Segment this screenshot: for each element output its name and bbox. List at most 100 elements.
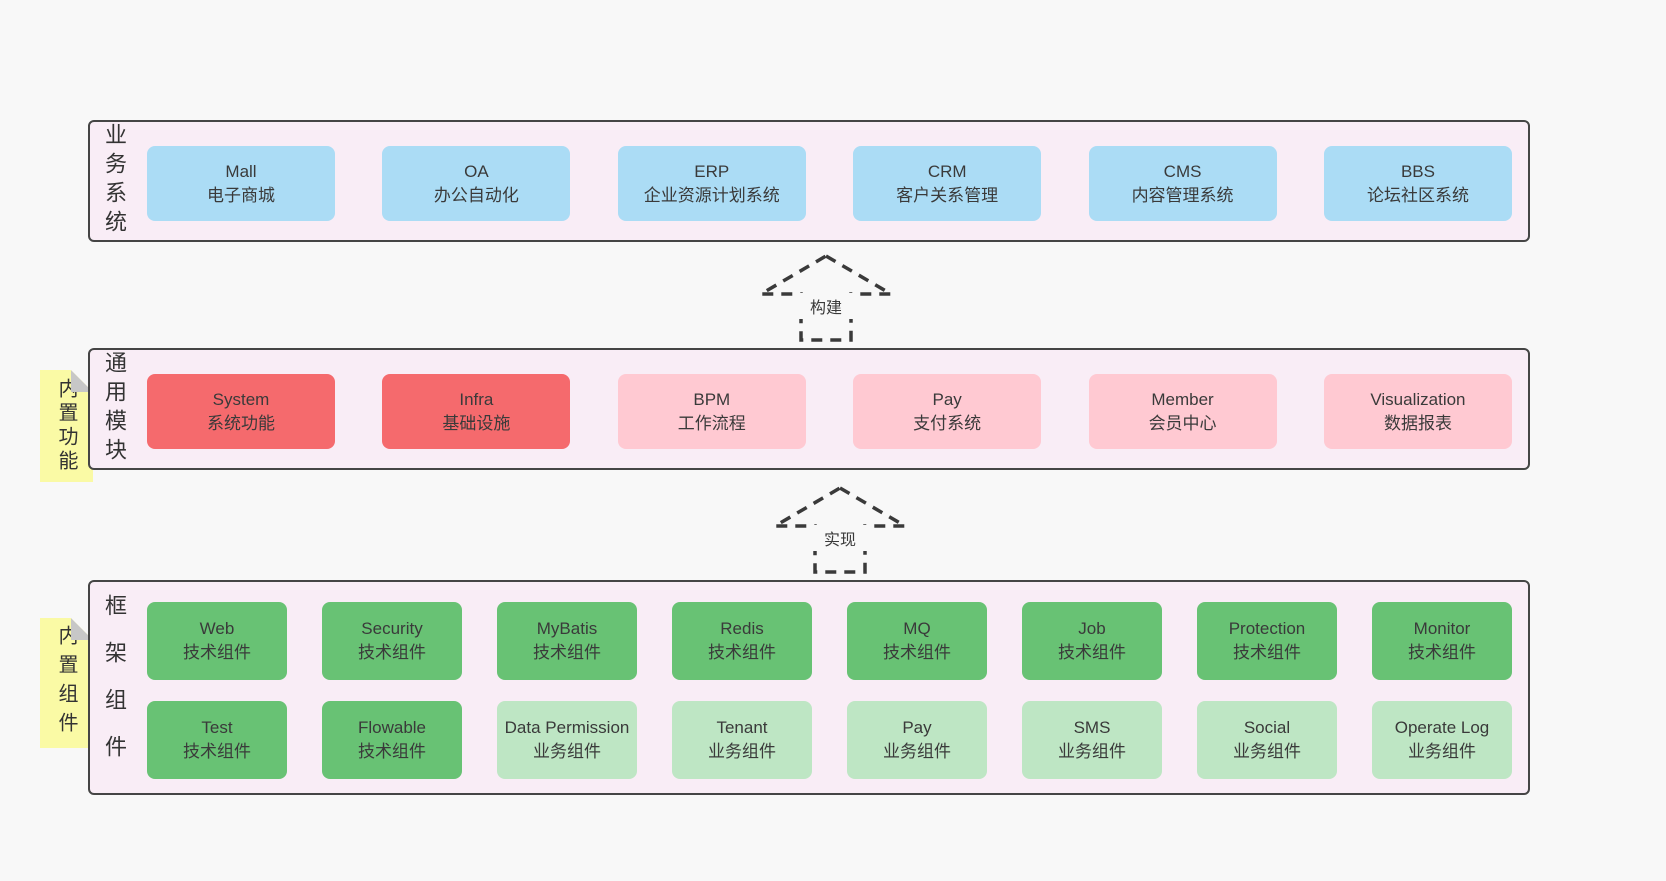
node-subtitle: 技术组件	[1058, 643, 1126, 662]
node-subtitle: 数据报表	[1383, 413, 1452, 433]
node-title: Data Permission	[504, 718, 630, 737]
node-title: OA	[464, 161, 489, 181]
node-crm: CRM 客户关系管理	[853, 146, 1042, 221]
node-title: Member	[1151, 389, 1214, 409]
node-title: ERP	[694, 161, 730, 181]
node-subtitle: 论坛社区系统	[1366, 185, 1469, 205]
node-title: MQ	[903, 619, 931, 638]
node-oa: OA 办公自动化	[382, 146, 571, 221]
node-bbs: BBS 论坛社区系统	[1323, 146, 1512, 221]
note-label: 内置组件	[55, 625, 77, 741]
arrow-implement-icon: 实现	[770, 485, 910, 574]
node-monitor: Monitor 技术组件	[1372, 602, 1512, 680]
node-subtitle: 电子商城	[207, 185, 275, 205]
business-box-row: Mall 电子商城 OA 办公自动化 ERP 企业资源计划系统 CRM 客户关系…	[147, 146, 1512, 221]
node-title: BPM	[693, 389, 731, 409]
node-subtitle: 技术组件	[1408, 643, 1476, 662]
node-mall: Mall 电子商城	[147, 146, 335, 221]
node-operate-log: Operate Log 业务组件	[1372, 701, 1512, 779]
node-title: MyBatis	[536, 619, 598, 638]
sticky-note-builtin-components: 内置组件	[40, 618, 93, 748]
node-protection: Protection 技术组件	[1197, 602, 1337, 680]
node-erp: ERP 企业资源计划系统	[617, 146, 806, 221]
node-title: Protection	[1228, 619, 1306, 638]
node-subtitle: 企业资源计划系统	[643, 185, 780, 205]
node-member: Member 会员中心	[1088, 374, 1277, 449]
panel-title: 业务系统	[102, 123, 127, 239]
node-flowable: Flowable 技术组件	[322, 701, 462, 779]
node-title: Job	[1078, 619, 1106, 638]
framework-box-row-2: Test 技术组件 Flowable 技术组件 Data Permission …	[147, 701, 1512, 779]
node-bpm: BPM 工作流程	[617, 374, 806, 449]
panel-framework-components: 框架组件 Web 技术组件 Security 技术组件 MyBatis 技术组件…	[88, 580, 1530, 795]
node-title: Web	[199, 619, 235, 638]
node-subtitle: 办公自动化	[433, 185, 519, 205]
node-subtitle: 支付系统	[913, 413, 982, 433]
node-security: Security 技术组件	[322, 602, 462, 680]
node-title: Redis	[720, 619, 764, 638]
node-title: System	[212, 389, 270, 409]
node-subtitle: 客户关系管理	[896, 185, 999, 205]
modules-box-row: System 系统功能 Infra 基础设施 BPM 工作流程 Pay 支付系统…	[147, 374, 1512, 449]
node-subtitle: 工作流程	[677, 413, 746, 433]
node-web: Web 技术组件	[147, 602, 287, 680]
node-title: Security	[361, 619, 423, 638]
node-subtitle: 技术组件	[358, 742, 426, 761]
node-title: CMS	[1163, 161, 1202, 181]
node-title: Flowable	[357, 718, 427, 737]
node-redis: Redis 技术组件	[672, 602, 812, 680]
panel-title: 框架组件	[102, 593, 127, 782]
node-subtitle: 业务组件	[883, 742, 951, 761]
node-mybatis: MyBatis 技术组件	[497, 602, 637, 680]
node-pay-component: Pay 业务组件	[847, 701, 987, 779]
node-subtitle: 业务组件	[1058, 742, 1126, 761]
node-subtitle: 技术组件	[533, 643, 601, 662]
node-subtitle: 技术组件	[708, 643, 776, 662]
node-social: Social 业务组件	[1197, 701, 1337, 779]
node-title: Test	[201, 718, 233, 737]
node-system: System 系统功能	[147, 374, 335, 449]
node-subtitle: 技术组件	[183, 643, 251, 662]
node-subtitle: 业务组件	[708, 742, 776, 761]
node-visualization: Visualization 数据报表	[1323, 374, 1512, 449]
node-subtitle: 技术组件	[1233, 643, 1301, 662]
node-test: Test 技术组件	[147, 701, 287, 779]
node-cms: CMS 内容管理系统	[1088, 146, 1277, 221]
panel-common-modules: 通用模块 System 系统功能 Infra 基础设施 BPM 工作流程 Pay…	[88, 348, 1530, 470]
node-title: Visualization	[1370, 389, 1466, 409]
node-sms: SMS 业务组件	[1022, 701, 1162, 779]
sticky-note-builtin-features: 内置功能	[40, 370, 93, 482]
framework-box-row-1: Web 技术组件 Security 技术组件 MyBatis 技术组件 Redi…	[147, 602, 1512, 680]
arrow-build-icon: 构建	[756, 253, 896, 342]
node-subtitle: 业务组件	[1233, 742, 1301, 761]
node-mq: MQ 技术组件	[847, 602, 987, 680]
node-subtitle: 基础设施	[442, 413, 511, 433]
node-job: Job 技术组件	[1022, 602, 1162, 680]
node-title: Infra	[459, 389, 494, 409]
node-title: Tenant	[716, 718, 768, 737]
node-pay-system: Pay 支付系统	[853, 374, 1042, 449]
node-infra: Infra 基础设施	[382, 374, 571, 449]
panel-title: 通用模块	[102, 351, 127, 467]
node-title: Operate Log	[1394, 718, 1490, 737]
note-label: 内置功能	[55, 378, 77, 474]
node-title: Monitor	[1413, 619, 1471, 638]
node-subtitle: 系统功能	[207, 413, 275, 433]
node-data-permission: Data Permission 业务组件	[497, 701, 637, 779]
node-title: Pay	[932, 389, 962, 409]
node-title: Pay	[902, 718, 932, 737]
node-subtitle: 内容管理系统	[1131, 185, 1234, 205]
panel-business-systems: 业务系统 Mall 电子商城 OA 办公自动化 ERP 企业资源计划系统 CRM…	[88, 120, 1530, 242]
node-subtitle: 业务组件	[533, 742, 601, 761]
node-title: Social	[1243, 718, 1291, 737]
node-tenant: Tenant 业务组件	[672, 701, 812, 779]
node-subtitle: 技术组件	[883, 643, 951, 662]
node-subtitle: 技术组件	[358, 643, 426, 662]
node-title: SMS	[1073, 718, 1111, 737]
node-subtitle: 技术组件	[183, 742, 251, 761]
node-subtitle: 业务组件	[1408, 742, 1476, 761]
node-title: Mall	[225, 161, 257, 181]
node-title: BBS	[1400, 161, 1435, 181]
node-title: CRM	[927, 161, 967, 181]
